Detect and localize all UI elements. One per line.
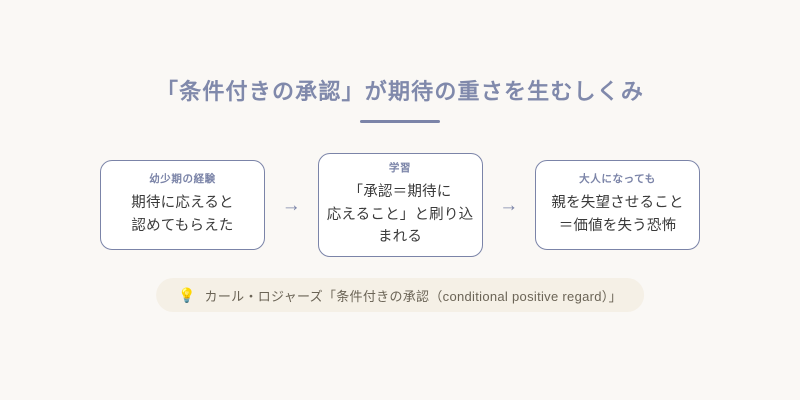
flow-step-2-heading: 学習 bbox=[388, 161, 412, 174]
flow-step-2-line-1: 「承認＝期待に bbox=[348, 184, 452, 201]
flow-step-3-heading: 大人になっても bbox=[579, 172, 656, 185]
flow-step-2-line-3: まれる bbox=[377, 229, 423, 246]
process-flow: 幼少期の経験 期待に応えると 認めてもらえた → 学習 「承認＝期待に 応えるこ… bbox=[100, 145, 700, 265]
arrow-right-icon-2: → bbox=[499, 194, 519, 216]
flow-step-1-body: 期待に応えると 認めてもらえた bbox=[131, 192, 233, 237]
arrow-right-icon-1: → bbox=[281, 194, 301, 216]
flow-step-3-line-1: 親を失望させること bbox=[551, 195, 684, 212]
source-note: 💡 カール・ロジャーズ「条件付きの承認（conditional positive… bbox=[156, 278, 644, 312]
flow-step-3-body: 親を失望させること ＝価値を失う恐怖 bbox=[551, 192, 683, 237]
flow-step-1: 幼少期の経験 期待に応えると 認めてもらえた bbox=[100, 160, 265, 250]
flow-step-1-heading: 幼少期の経験 bbox=[149, 172, 216, 185]
title-underline-rule bbox=[360, 119, 440, 123]
flow-step-3-line-2: ＝価値を失う恐怖 bbox=[558, 217, 677, 234]
title-block: 「条件付きの承認」が期待の重さを生むしくみ bbox=[0, 78, 800, 123]
flow-step-2-body: 「承認＝期待に 応えること」と刷り込 まれる bbox=[327, 181, 474, 248]
flow-step-1-line-2: 認めてもらえた bbox=[131, 217, 234, 234]
flow-step-2-line-2: 応えること」と刷り込 bbox=[326, 206, 474, 223]
source-note-text: カール・ロジャーズ「条件付きの承認（conditional positive r… bbox=[204, 288, 622, 304]
flow-step-2: 学習 「承認＝期待に 応えること」と刷り込 まれる bbox=[317, 153, 483, 257]
flow-step-1-line-1: 期待に応えると bbox=[131, 195, 234, 212]
page-title: 「条件付きの承認」が期待の重さを生むしくみ bbox=[155, 79, 645, 104]
lightbulb-icon: 💡 bbox=[178, 287, 196, 303]
flow-step-3: 大人になっても 親を失望させること ＝価値を失う恐怖 bbox=[535, 160, 700, 250]
